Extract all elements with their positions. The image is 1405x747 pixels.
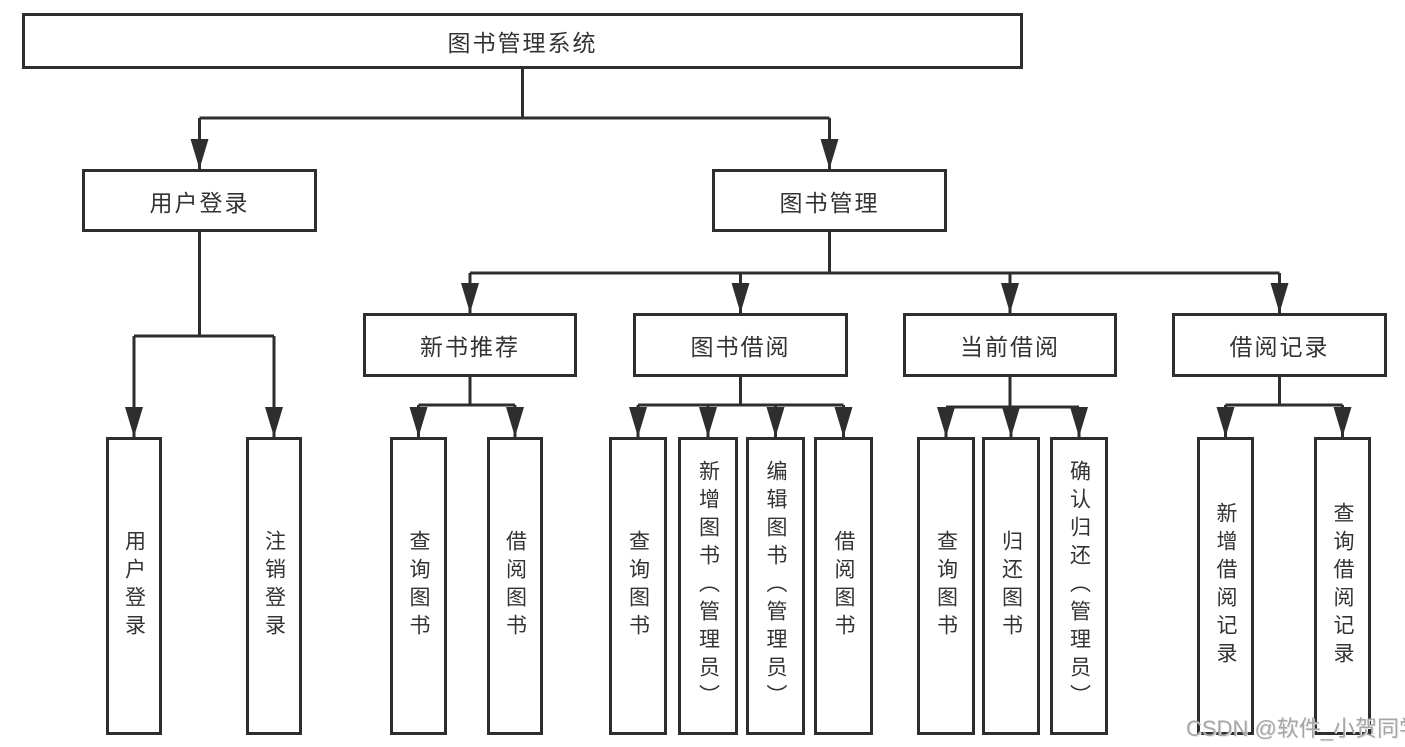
leaf-return-books-label: 归还图书 (999, 530, 1023, 642)
leaf-query-borrow-record: 查询借阅记录 (1314, 437, 1371, 735)
leaf-query-borrow-record-label: 查询借阅记录 (1331, 502, 1354, 670)
leaf-borrow-books-1-label: 借阅图书 (503, 530, 527, 642)
leaf-user-login: 用户登录 (106, 437, 162, 735)
node-book-borrow-label: 图书借阅 (690, 334, 791, 360)
node-borrow-records: 借阅记录 (1172, 313, 1387, 377)
leaf-query-books-3-label: 查询图书 (934, 530, 958, 642)
node-user-login-label: 用户登录 (149, 189, 250, 216)
leaf-query-books-2-label: 查询图书 (626, 530, 650, 642)
leaf-user-login-label: 用户登录 (122, 530, 146, 642)
leaf-borrow-books-2: 借阅图书 (814, 437, 873, 735)
leaf-add-books-admin: 新增图书（管理员） (678, 437, 738, 735)
leaf-borrow-books-1: 借阅图书 (487, 437, 543, 735)
leaf-logout: 注销登录 (246, 437, 302, 735)
node-current-borrow: 当前借阅 (903, 313, 1117, 377)
leaf-query-books-3: 查询图书 (917, 437, 975, 735)
leaf-query-books-1: 查询图书 (390, 437, 447, 735)
node-root-label: 图书管理系统 (447, 30, 598, 56)
leaf-query-books-2: 查询图书 (609, 437, 667, 735)
leaf-confirm-return-admin-label: 确认归还（管理员） (1067, 460, 1091, 712)
node-book-management-label: 图书管理 (779, 189, 880, 216)
node-user-login: 用户登录 (82, 169, 317, 232)
leaf-edit-books-admin: 编辑图书（管理员） (746, 437, 805, 735)
leaf-add-borrow-record-label: 新增借阅记录 (1214, 502, 1237, 670)
node-book-borrow: 图书借阅 (633, 313, 848, 377)
node-new-book-recommend-label: 新书推荐 (420, 334, 520, 360)
leaf-add-books-admin-label: 新增图书（管理员） (696, 460, 720, 712)
leaf-borrow-books-2-label: 借阅图书 (832, 530, 855, 642)
node-new-book-recommend: 新书推荐 (363, 313, 577, 377)
node-root: 图书管理系统 (22, 13, 1023, 69)
leaf-return-books: 归还图书 (982, 437, 1040, 735)
watermark: CSDN @软件_小贺同学 (1186, 716, 1405, 741)
node-book-management: 图书管理 (712, 169, 947, 232)
node-current-borrow-label: 当前借阅 (960, 334, 1060, 360)
leaf-logout-label: 注销登录 (262, 530, 286, 642)
node-borrow-records-label: 借阅记录 (1229, 334, 1330, 360)
leaf-add-borrow-record: 新增借阅记录 (1197, 437, 1254, 735)
leaf-query-books-1-label: 查询图书 (407, 530, 430, 642)
leaf-confirm-return-admin: 确认归还（管理员） (1050, 437, 1108, 735)
leaf-edit-books-admin-label: 编辑图书（管理员） (764, 460, 787, 712)
